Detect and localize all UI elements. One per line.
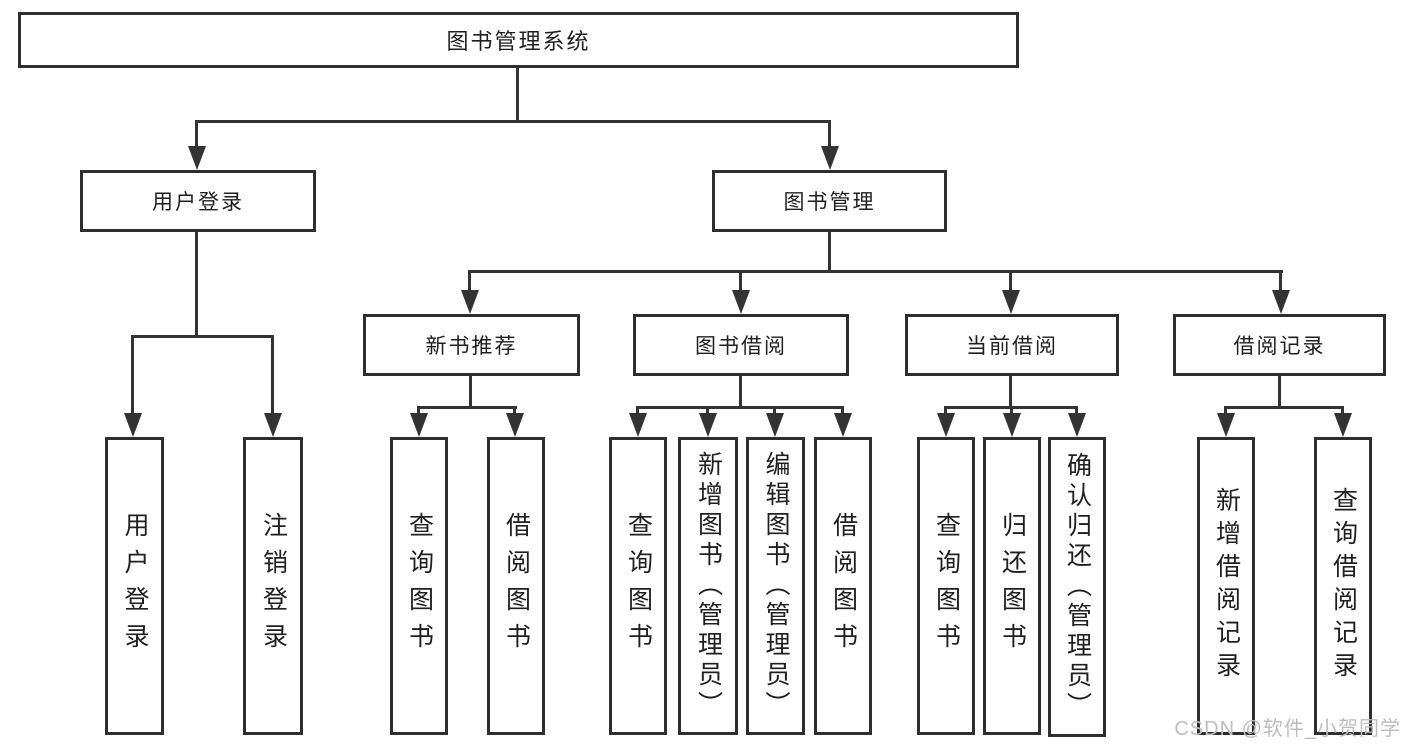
arrow-down-icon: [264, 413, 282, 437]
connector-book-borrow-drop: [739, 376, 742, 409]
connector-root-drop: [516, 68, 519, 120]
connector-drop-book-borrow: [739, 270, 742, 293]
connector-borrow-records-branch: [1225, 406, 1344, 409]
watermark: CSDN @软件_小贺同学: [1174, 718, 1401, 740]
node-label: 借阅记录: [1233, 335, 1326, 358]
connector-drop-leaf-logout: [271, 335, 274, 417]
connector-level3-branch: [469, 270, 1283, 273]
arrow-down-icon: [766, 413, 784, 437]
leaf-label: 借阅图书: [829, 512, 858, 660]
connector-drop-leaf-login: [131, 335, 134, 417]
node-label: 图书管理: [783, 191, 876, 214]
connector-drop-book-management: [828, 120, 831, 150]
connector-drop-borrow-records: [1279, 270, 1282, 293]
arrow-down-icon: [937, 413, 955, 437]
node-label: 图书借阅: [695, 335, 787, 358]
leaf-rec-query-record: 查询借阅记录: [1314, 437, 1372, 735]
arrow-down-icon: [629, 413, 647, 437]
connector-user-login-branch: [132, 335, 274, 338]
leaf-label: 用户登录: [121, 512, 149, 660]
arrow-down-icon: [1068, 413, 1086, 437]
arrow-down-icon: [834, 413, 852, 437]
leaf-user-login: 用户登录: [105, 437, 164, 735]
connector-book-management-drop: [828, 232, 831, 273]
arrow-down-icon: [1217, 413, 1235, 437]
connector-level2-branch: [197, 120, 831, 123]
connector-drop-user-login: [195, 120, 198, 150]
node-label: 当前借阅: [966, 335, 1058, 358]
leaf-label: 新增图书（管理员）: [694, 451, 723, 721]
node-new-book-recommend: 新书推荐: [363, 314, 580, 376]
leaf-cur-query-books: 查询图书: [917, 437, 975, 735]
arrow-down-icon: [1003, 413, 1021, 437]
node-user-login: 用户登录: [80, 170, 316, 232]
arrow-down-icon: [410, 413, 428, 437]
node-book-management: 图书管理: [712, 170, 947, 232]
leaf-label: 注销登录: [259, 512, 288, 660]
leaf-nb-query-books: 查询图书: [390, 437, 448, 735]
node-current-borrow: 当前借阅: [905, 314, 1119, 376]
arrow-down-icon: [732, 290, 750, 314]
arrow-down-icon: [699, 413, 717, 437]
leaf-label: 编辑图书（管理员）: [762, 451, 790, 721]
leaf-cur-confirm-return: 确认归还（管理员）: [1048, 437, 1106, 737]
connector-drop-current-borrow: [1009, 270, 1012, 293]
connector-new-book-drop: [469, 376, 472, 409]
leaf-cur-return-books: 归还图书: [983, 437, 1041, 735]
arrow-down-icon: [1002, 290, 1020, 314]
connector-new-book-branch: [418, 406, 517, 409]
connector-current-borrow-drop: [1009, 376, 1012, 409]
arrow-down-icon: [821, 146, 839, 170]
arrow-down-icon: [1334, 413, 1352, 437]
arrow-down-icon: [124, 413, 142, 437]
node-label: 图书管理系统: [446, 29, 591, 54]
leaf-label: 查询图书: [405, 512, 434, 660]
leaf-logout: 注销登录: [243, 437, 303, 735]
connector-book-borrow-branch: [637, 406, 844, 409]
leaf-bw-borrow-books: 借阅图书: [814, 437, 872, 735]
arrow-down-icon: [1272, 290, 1290, 314]
leaf-bw-edit-books: 编辑图书（管理员）: [746, 437, 805, 735]
node-library-management-system: 图书管理系统: [18, 12, 1019, 68]
leaf-label: 新增借阅记录: [1212, 487, 1241, 685]
leaf-label: 借阅图书: [502, 512, 531, 660]
leaf-bw-query-books: 查询图书: [609, 437, 667, 735]
arrow-down-icon: [506, 413, 524, 437]
leaf-label: 查询图书: [624, 512, 653, 660]
connector-borrow-records-drop: [1278, 376, 1281, 409]
leaf-nb-borrow-books: 借阅图书: [487, 437, 545, 735]
arrow-down-icon: [461, 290, 479, 314]
node-book-borrow: 图书借阅: [633, 314, 849, 376]
leaf-bw-add-books: 新增图书（管理员）: [678, 437, 738, 735]
leaf-label: 查询借阅记录: [1329, 487, 1358, 685]
connector-user-login-drop: [195, 232, 198, 338]
leaf-label: 归还图书: [998, 512, 1027, 660]
leaf-label: 确认归还（管理员）: [1063, 452, 1092, 722]
leaf-label: 查询图书: [932, 512, 961, 660]
arrow-down-icon: [188, 146, 206, 170]
connector-drop-new-book-recommend: [468, 270, 471, 293]
node-label: 新书推荐: [425, 335, 518, 358]
node-borrow-records: 借阅记录: [1173, 314, 1386, 376]
node-label: 用户登录: [152, 191, 244, 214]
leaf-rec-add-record: 新增借阅记录: [1197, 437, 1255, 735]
